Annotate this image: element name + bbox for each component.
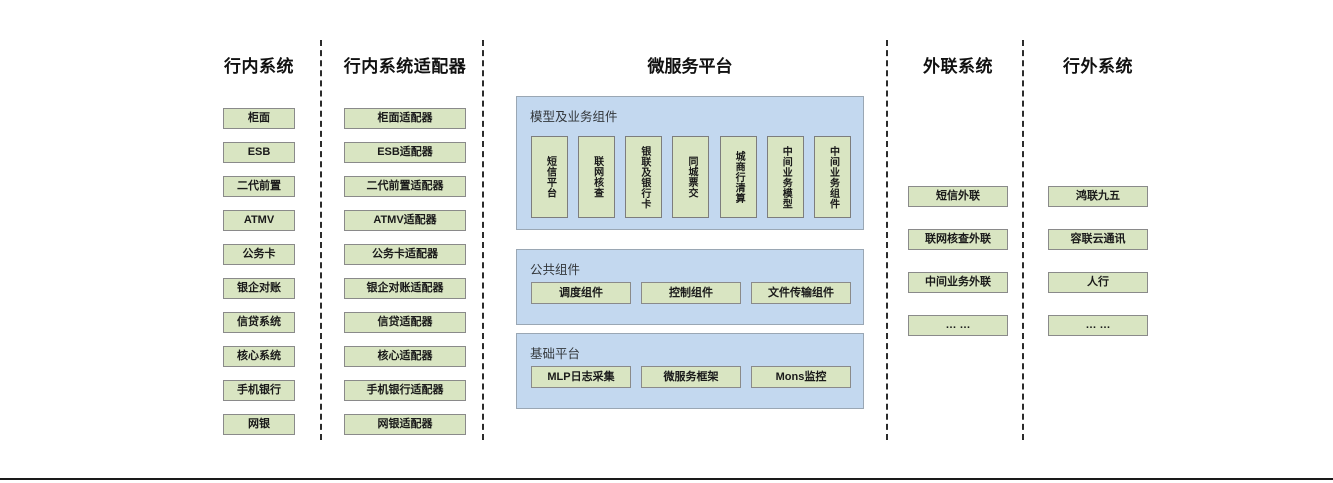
panel-public-node-row: 调度组件 控制组件 文件传输组件 [531,282,851,304]
column-divider-3 [886,40,888,440]
panel-model-business-components: 模型及业务组件 短信平台 联网核查 银联及银行卡 同城票交 城商行清算 中间业务… [516,96,864,230]
column-divider-4 [1022,40,1024,440]
node-label: 同城票交 [685,156,697,198]
node-box[interactable]: 柜面 [223,108,295,129]
node-box[interactable]: ATMV适配器 [344,210,466,231]
node-box[interactable]: 公务卡适配器 [344,244,466,265]
column-outside-bank-systems: 行外系统 鸿联九五 容联云通讯 人行 … … [1030,0,1166,483]
panel-label-public-components: 公共组件 [530,263,581,277]
node-box[interactable]: 二代前置适配器 [344,176,466,197]
node-box[interactable]: 鸿联九五 [1048,186,1148,207]
node-box-vertical[interactable]: 城商行清算 [719,136,757,218]
node-box[interactable]: 网银 [223,414,295,435]
node-box[interactable]: … … [1048,315,1148,336]
node-label: 银联及银行卡 [638,145,650,209]
panel-label-model-business-components: 模型及业务组件 [530,110,618,124]
node-label: 中间业务组件 [827,145,839,209]
node-box[interactable]: 手机银行 [223,380,295,401]
node-box[interactable]: 公务卡 [223,244,295,265]
node-label: 中间业务模型 [780,145,792,209]
node-box-vertical[interactable]: 银联及银行卡 [625,136,663,218]
panel-model-node-row: 短信平台 联网核查 银联及银行卡 同城票交 城商行清算 中间业务模型 中间业务组… [531,136,851,218]
column-title-external-liaison-systems: 外联系统 [923,57,993,76]
node-box[interactable]: ESB [223,142,295,163]
column-internal-systems: 行内系统 柜面 ESB 二代前置 ATMV 公务卡 银企对账 信贷系统 核心系统… [200,0,318,483]
node-box[interactable]: 联网核查外联 [908,229,1008,250]
column-nodes-internal-system-adapters: 柜面适配器 ESB适配器 二代前置适配器 ATMV适配器 公务卡适配器 银企对账… [330,108,480,448]
node-box-vertical[interactable]: 中间业务模型 [766,136,804,218]
panel-label-base-platform: 基础平台 [530,347,581,361]
column-title-outside-bank-systems: 行外系统 [1063,57,1133,76]
node-box[interactable]: 控制组件 [641,282,741,304]
node-box[interactable]: 中间业务外联 [908,272,1008,293]
node-box[interactable]: Mons监控 [751,366,851,388]
node-box[interactable]: 核心系统 [223,346,295,367]
node-box[interactable]: 信贷适配器 [344,312,466,333]
node-box-vertical[interactable]: 同城票交 [672,136,710,218]
node-box[interactable]: 银企对账 [223,278,295,299]
node-box[interactable]: 容联云通讯 [1048,229,1148,250]
node-box[interactable]: 柜面适配器 [344,108,466,129]
node-box[interactable]: MLP日志采集 [531,366,631,388]
node-box[interactable]: ESB适配器 [344,142,466,163]
node-label: 短信平台 [544,156,556,198]
node-box[interactable]: 银企对账适配器 [344,278,466,299]
column-internal-system-adapters: 行内系统适配器 柜面适配器 ESB适配器 二代前置适配器 ATMV适配器 公务卡… [330,0,480,483]
column-divider-2 [482,40,484,440]
node-box[interactable]: 二代前置 [223,176,295,197]
node-box[interactable]: 核心适配器 [344,346,466,367]
panel-base-node-row: MLP日志采集 微服务框架 Mons监控 [531,366,851,388]
node-box[interactable]: 信贷系统 [223,312,295,333]
panel-base-platform: 基础平台 MLP日志采集 微服务框架 Mons监控 [516,333,864,409]
column-title-internal-systems: 行内系统 [224,57,294,76]
microservice-platform: 微服务平台 模型及业务组件 短信平台 联网核查 银联及银行卡 同城票交 城商行清… [505,0,875,483]
node-box-vertical[interactable]: 中间业务组件 [813,136,851,218]
node-box-vertical[interactable]: 短信平台 [531,136,568,218]
node-box[interactable]: 手机银行适配器 [344,380,466,401]
column-title-internal-system-adapters: 行内系统适配器 [343,57,467,76]
node-box[interactable]: 人行 [1048,272,1148,293]
node-box[interactable]: 网银适配器 [344,414,466,435]
panel-public-components: 公共组件 调度组件 控制组件 文件传输组件 [516,249,864,325]
node-box[interactable]: … … [908,315,1008,336]
node-box[interactable]: 调度组件 [531,282,631,304]
column-nodes-outside-bank-systems: 鸿联九五 容联云通讯 人行 … … [1030,186,1166,349]
node-box[interactable]: 文件传输组件 [751,282,851,304]
bottom-rule [0,478,1333,480]
column-divider-1 [320,40,322,440]
column-external-liaison-systems: 外联系统 短信外联 联网核查外联 中间业务外联 … … [890,0,1026,483]
platform-title: 微服务平台 [647,57,733,76]
column-nodes-internal-systems: 柜面 ESB 二代前置 ATMV 公务卡 银企对账 信贷系统 核心系统 手机银行… [200,108,318,448]
column-nodes-external-liaison-systems: 短信外联 联网核查外联 中间业务外联 … … [890,186,1026,349]
node-label: 联网核查 [591,156,603,198]
node-box[interactable]: ATMV [223,210,295,231]
node-box[interactable]: 微服务框架 [641,366,741,388]
node-label: 城商行清算 [733,150,745,204]
node-box-vertical[interactable]: 联网核查 [578,136,616,218]
node-box[interactable]: 短信外联 [908,186,1008,207]
